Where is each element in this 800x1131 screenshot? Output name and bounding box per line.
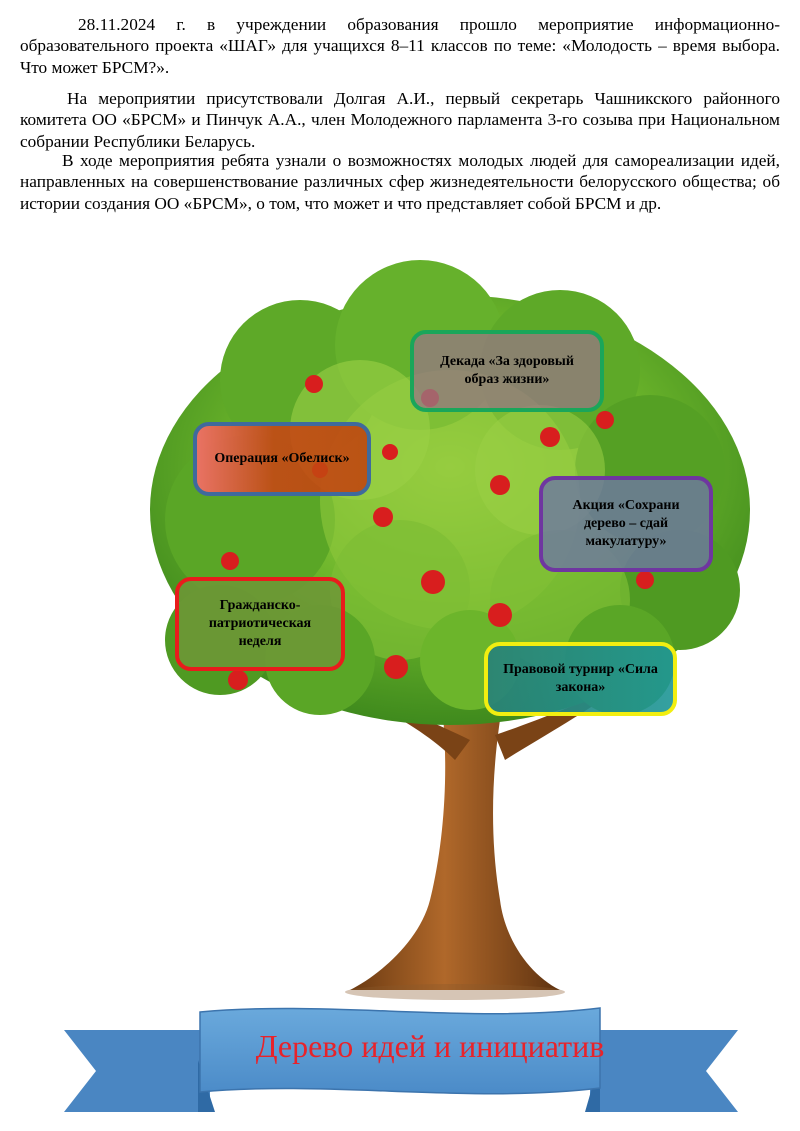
paragraph-attendees: На мероприятии присутствовали Долгая А.И…: [20, 89, 780, 151]
box-patriotic-week: Гражданско-патриотическая неделя: [175, 577, 345, 671]
box-law-tournament: Правовой турнир «Сила закона»: [484, 642, 677, 716]
box-healthy-lifestyle-label: Декада «За здоровый образ жизни»: [440, 354, 574, 387]
box-operation-obelisk-label: Операция «Обелиск»: [214, 451, 350, 466]
banner-title: Дерево идей и инициатив: [255, 1028, 605, 1064]
paragraph-outcome: В ходе мероприятия ребята узнали о возмо…: [20, 151, 780, 213]
ribbon-banner: [64, 1007, 738, 1112]
box-law-tournament-label: Правовой турнир «Сила закона»: [503, 662, 658, 695]
box-operation-obelisk: Операция «Обелиск»: [193, 422, 371, 496]
box-healthy-lifestyle-decade: Декада «За здоровый образ жизни»: [410, 330, 604, 412]
box-save-tree-label: Акция «Сохрани дерево – сдай макулатуру»: [572, 498, 680, 549]
box-save-tree-action: Акция «Сохрани дерево – сдай макулатуру»: [539, 476, 713, 572]
box-patriotic-week-label: Гражданско-патриотическая неделя: [208, 598, 312, 649]
paragraph-event: 28.11.2024 г. в учреждении образования п…: [20, 15, 780, 77]
